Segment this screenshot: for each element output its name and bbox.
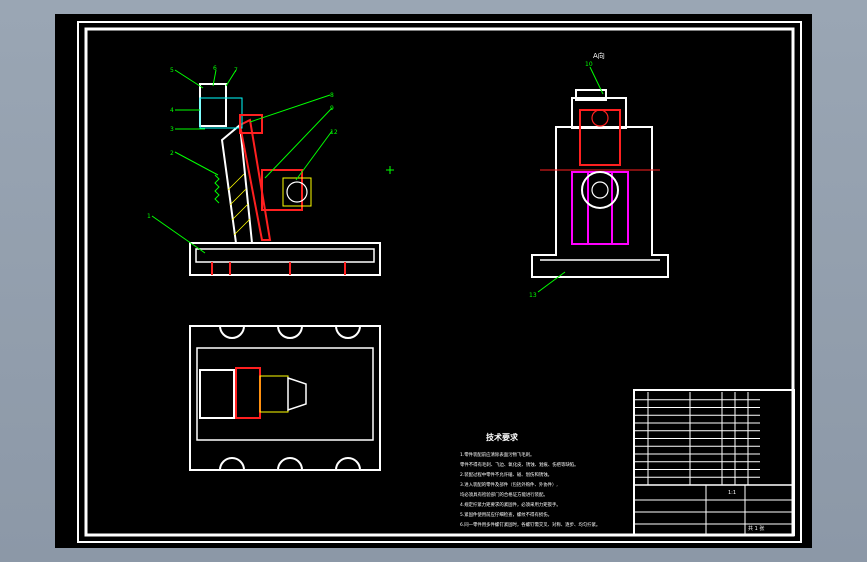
tech-note: 均必须具有检验部门的合格证方能进行装配。 xyxy=(460,491,548,498)
tech-note: 5.紧固件使用前应仔细检查，螺纹不得有损伤。 xyxy=(460,511,552,518)
tech-notes: 1.零件装配前应清除表面污物飞毛刺。 零件不得有毛刺、飞边、氧化皮、锈蚀、划痕、… xyxy=(460,451,600,528)
front-balloons: 1 2 3 4 5 6 7 8 9 12 xyxy=(147,65,338,220)
top-view xyxy=(189,325,381,471)
tech-note: 零件不得有毛刺、飞边、氧化皮、锈蚀、划痕、伤疤等缺陷。 xyxy=(460,461,579,468)
svg-text:6: 6 xyxy=(213,65,217,72)
top-slots-upper xyxy=(219,325,361,339)
spring xyxy=(214,174,220,204)
inclined-plate xyxy=(238,118,272,241)
side-top-block xyxy=(571,97,627,129)
tech-requirements-title: 技术要求 xyxy=(486,432,519,442)
top-spindle xyxy=(287,376,307,412)
front-leaders xyxy=(151,69,333,254)
side-leaders xyxy=(537,66,604,293)
svg-text:5: 5 xyxy=(170,67,174,74)
spindle-head xyxy=(286,181,308,203)
bom-table xyxy=(634,399,760,478)
top-block-inner xyxy=(199,97,243,129)
side-view xyxy=(531,89,669,278)
front-base-outline xyxy=(189,242,381,276)
spindle-housing xyxy=(261,169,303,211)
svg-text:7: 7 xyxy=(234,67,238,74)
svg-text:9: 9 xyxy=(330,105,334,112)
top-slots-lower xyxy=(219,457,361,471)
front-base-slot xyxy=(195,248,375,263)
svg-text:2: 2 xyxy=(170,150,174,157)
svg-text:10: 10 xyxy=(585,61,593,68)
front-view xyxy=(189,83,381,276)
inner-frame xyxy=(84,27,795,537)
view-arrow xyxy=(386,166,394,174)
svg-text:1: 1 xyxy=(147,213,151,220)
tech-note: 2.装配过程中零件不允许磕、碰、划伤和锈蚀。 xyxy=(460,471,552,478)
title-block xyxy=(633,389,795,536)
view-label: A向 xyxy=(593,51,605,60)
svg-text:12: 12 xyxy=(330,129,338,136)
outer-frame xyxy=(77,21,802,543)
side-balloons: 10 13 xyxy=(529,61,593,299)
scale-label: 1:1 xyxy=(728,490,736,496)
tech-note: 4.规定拧紧力矩要求的紧固件，必须采用力矩扳手。 xyxy=(460,501,561,508)
title-block-frame xyxy=(633,389,795,536)
tech-note: 1.零件装配前应清除表面污物飞毛刺。 xyxy=(460,451,534,458)
column-hatch xyxy=(227,173,251,236)
svg-text:3: 3 xyxy=(170,126,174,133)
tech-note: 3.进入装配的零件及部件（包括外购件、外协件）, xyxy=(460,481,558,488)
svg-text:8: 8 xyxy=(330,92,334,99)
svg-text:4: 4 xyxy=(170,107,174,114)
top-column xyxy=(199,369,235,419)
side-body-outline xyxy=(531,126,669,278)
upper-clamp xyxy=(239,114,263,134)
drawing-paper xyxy=(55,14,812,548)
svg-text:13: 13 xyxy=(529,292,537,299)
top-base-outline xyxy=(189,325,381,471)
tech-note: 6.同一零件用多件螺钉紧固时，各螺钉需交叉、对称、逐步、均匀拧紧。 xyxy=(460,521,600,528)
title-block-text: 1:1 共 1 张 xyxy=(728,490,764,532)
sheet-label: 共 1 张 xyxy=(748,525,764,532)
side-bore xyxy=(581,171,619,209)
inclined-column xyxy=(220,123,254,244)
side-top-cap xyxy=(575,89,607,101)
